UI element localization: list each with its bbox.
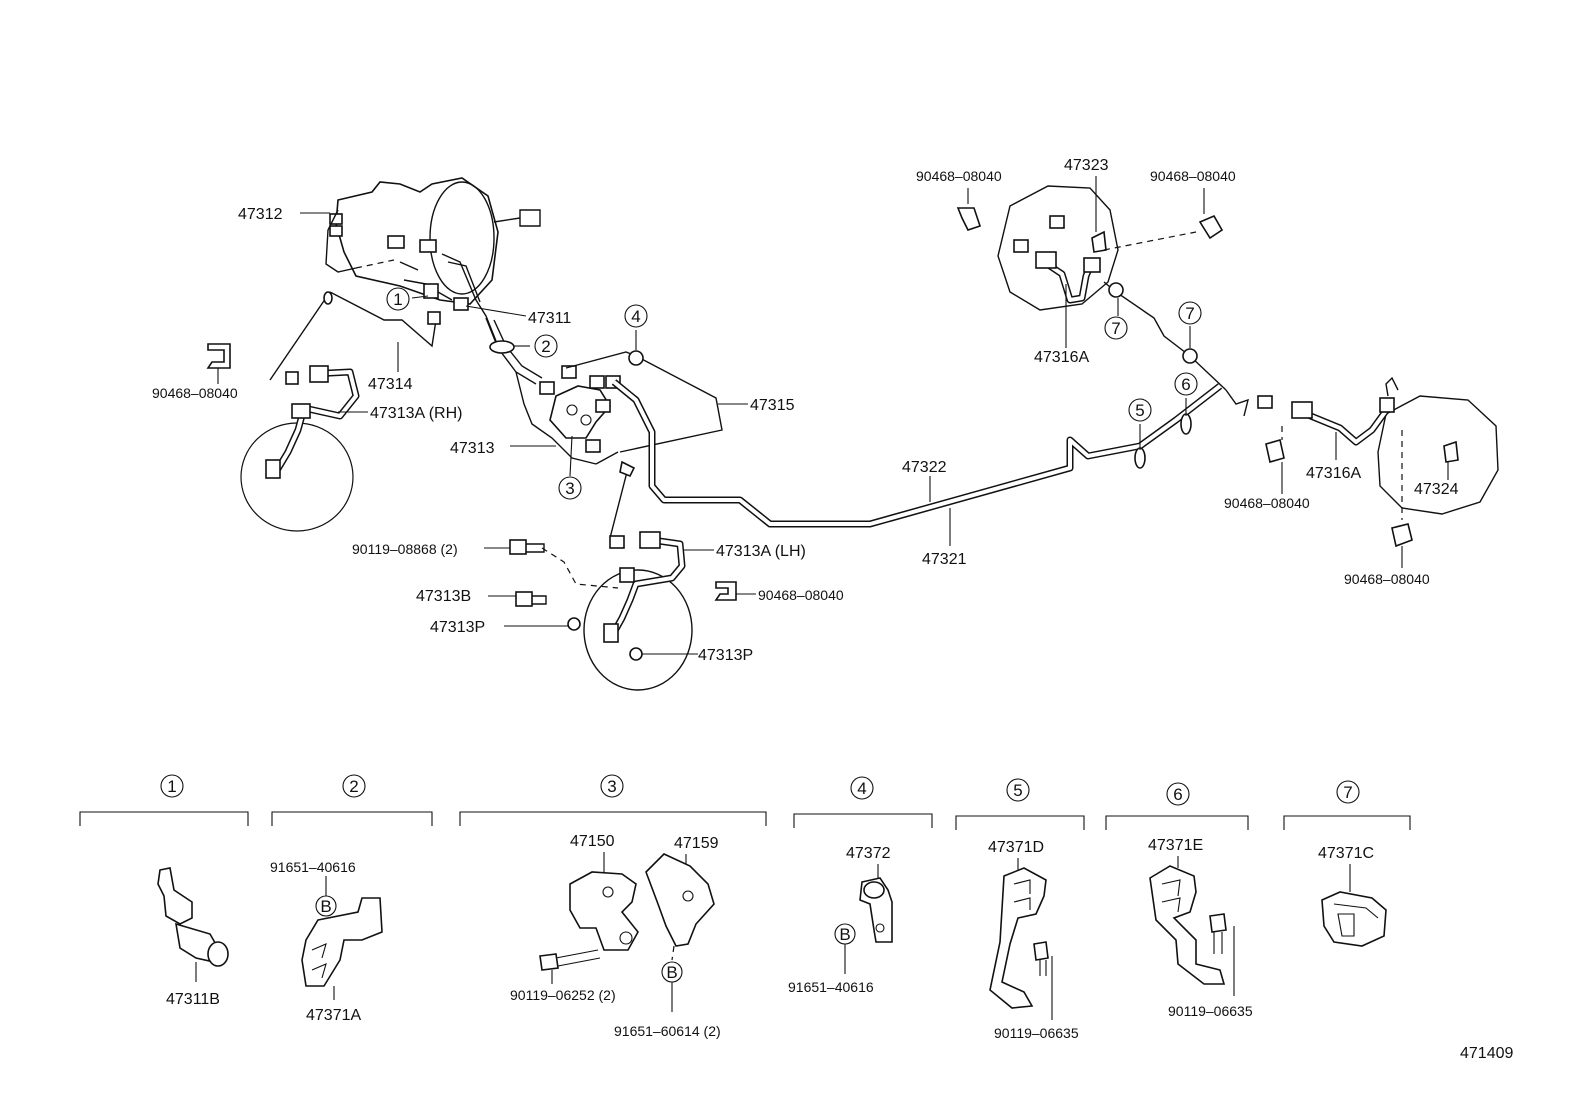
rh-front-brake-hose xyxy=(240,365,360,532)
label-90119-06252: 90119–06252 (2) xyxy=(510,987,616,1003)
label-91651-40616-a: 91651–40616 xyxy=(270,859,356,875)
label-90468-rt3: 90468–08040 xyxy=(1224,495,1310,511)
diagram-id: 471409 xyxy=(1460,1045,1513,1062)
svg-text:7: 7 xyxy=(1111,319,1120,338)
callout-3-top: 3 xyxy=(558,476,582,500)
label-47323: 47323 xyxy=(1064,157,1109,174)
callout-7-top-b: 7 xyxy=(1178,301,1202,325)
svg-text:6: 6 xyxy=(1181,375,1190,394)
callout-2-top: 2 xyxy=(534,334,558,358)
detail-6: 6 47371E 90119–06635 xyxy=(1105,782,1253,1019)
label-90468-left: 90468–08040 xyxy=(152,385,238,401)
label-90468-rt2: 90468–08040 xyxy=(1150,168,1236,184)
svg-text:3: 3 xyxy=(607,777,616,796)
union-bolt-47313b xyxy=(515,591,547,607)
callout-5-top: 5 xyxy=(1128,398,1152,422)
lh-front-brake-hose xyxy=(583,531,693,691)
label-47312: 47312 xyxy=(238,206,283,223)
label-47313p-b: 47313P xyxy=(698,647,753,664)
svg-text:1: 1 xyxy=(393,290,402,309)
label-47322: 47322 xyxy=(902,459,947,476)
label-47372: 47372 xyxy=(846,845,891,862)
svg-text:B: B xyxy=(320,897,331,916)
label-90119-08868: 90119–08868 (2) xyxy=(352,541,458,557)
gasket xyxy=(567,617,581,631)
label-47316a-right: 47316A xyxy=(1306,465,1361,482)
label-90468-rt4: 90468–08040 xyxy=(1344,571,1430,587)
label-47371a: 47371A xyxy=(306,1007,361,1024)
clip-90468-top-left xyxy=(956,207,982,231)
hose-clip-lh xyxy=(714,581,737,601)
label-47311b: 47311B xyxy=(166,991,220,1008)
rear-upper-brake-hose xyxy=(997,185,1119,311)
label-91651-40616-b: 91651–40616 xyxy=(788,979,874,995)
svg-text:1: 1 xyxy=(167,777,176,796)
svg-text:3: 3 xyxy=(565,479,574,498)
brake-booster-assembly xyxy=(329,177,541,305)
detail-2: 2 91651–40616 B 47371A xyxy=(270,774,433,1024)
svg-text:B: B xyxy=(666,963,677,982)
label-47311: 47311 xyxy=(528,310,571,327)
label-47314: 47314 xyxy=(368,376,413,393)
clip-90468-rear-lower xyxy=(1391,523,1413,548)
label-47159: 47159 xyxy=(674,835,719,852)
detail-1: 1 47311B xyxy=(79,774,249,1008)
proportioning-valve xyxy=(539,365,621,453)
label-47313b: 47313B xyxy=(416,588,471,605)
svg-text:4: 4 xyxy=(857,779,866,798)
label-47324: 47324 xyxy=(1414,481,1459,498)
svg-text:7: 7 xyxy=(1185,304,1194,323)
label-90119-06635-a: 90119–06635 xyxy=(994,1025,1079,1041)
label-47371e: 47371E xyxy=(1148,837,1203,854)
callout-6-top: 6 xyxy=(1174,372,1198,396)
label-90119-06635-b: 90119–06635 xyxy=(1168,1003,1253,1019)
label-47313: 47313 xyxy=(450,440,495,457)
label-47321: 47321 xyxy=(922,551,967,568)
callout-1-top: 1 xyxy=(386,287,410,311)
svg-text:4: 4 xyxy=(631,307,640,326)
label-47316a-top: 47316A xyxy=(1034,349,1089,366)
label-47313p-a: 47313P xyxy=(430,619,485,636)
svg-text:B: B xyxy=(839,925,850,944)
label-47371d: 47371D xyxy=(988,839,1044,856)
svg-text:5: 5 xyxy=(1013,781,1022,800)
label-91651-60614: 91651–60614 (2) xyxy=(614,1023,721,1039)
label-47315: 47315 xyxy=(750,397,795,414)
callout-4-top: 4 xyxy=(624,304,648,328)
svg-text:2: 2 xyxy=(349,777,358,796)
label-90468-rt1: 90468–08040 xyxy=(916,168,1002,184)
label-90468-lh: 90468–08040 xyxy=(758,587,844,603)
union-bolt xyxy=(509,539,545,555)
clip-90468-rear xyxy=(1265,438,1285,464)
rear-lower-brake-hose xyxy=(1257,376,1499,515)
clip-90468-left xyxy=(206,343,231,369)
detail-5: 5 47371D 90119–06635 xyxy=(955,778,1085,1041)
callout-7-top-a: 7 xyxy=(1104,316,1128,340)
clip-90468-top-right xyxy=(1198,214,1224,240)
detail-3: 3 47150 47159 B 90119–06252 (2) 91651–60… xyxy=(459,774,767,1039)
leader-lines xyxy=(217,176,1449,655)
svg-text:2: 2 xyxy=(541,337,550,356)
label-47371c: 47371C xyxy=(1318,845,1374,862)
label-47313a-lh: 47313A (LH) xyxy=(716,543,806,560)
svg-text:7: 7 xyxy=(1343,783,1352,802)
detail-7: 7 47371C xyxy=(1283,780,1411,947)
label-47150: 47150 xyxy=(570,833,615,850)
detail-4: 4 47372 B 91651–40616 xyxy=(788,776,933,995)
svg-text:6: 6 xyxy=(1173,785,1182,804)
label-47313a-rh: 47313A (RH) xyxy=(370,405,463,422)
svg-text:5: 5 xyxy=(1135,401,1144,420)
